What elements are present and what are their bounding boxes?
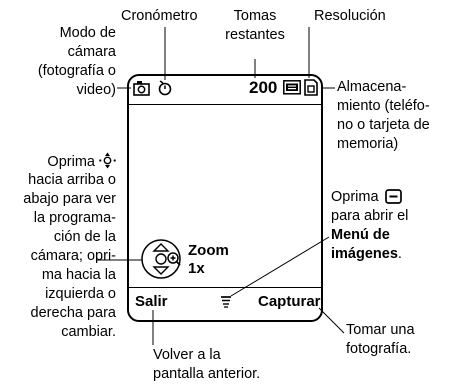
- label-modo-1: Modo de: [59, 25, 116, 41]
- soft-key-salir[interactable]: Salir: [135, 293, 168, 310]
- label-opr-10: cambiar.: [61, 324, 116, 340]
- resolution-icon: [283, 80, 301, 95]
- label-menu-4-end: .: [397, 246, 402, 262]
- storage-icon: [304, 79, 318, 96]
- zoom-nav-icon: [141, 239, 181, 279]
- label-opr-6: cámara; opri-: [30, 248, 116, 264]
- label-opr-1: Oprima: [0, 152, 116, 172]
- label-alm-3: no o tarjeta de: [337, 117, 430, 133]
- label-menu-1: Oprima: [331, 188, 402, 207]
- shots-remaining-count: 200: [249, 78, 278, 97]
- label-menu-3: Menú de: [331, 227, 390, 243]
- label-opr-5: ción de la: [53, 229, 116, 245]
- label-opr-7: ma hacia la: [41, 267, 116, 283]
- label-opr-9: derecha para: [30, 305, 116, 321]
- label-opr-2: hacia arriba o: [28, 172, 116, 188]
- label-opr-1-text: Oprima: [47, 154, 95, 170]
- zoom-value: 1x: [188, 260, 205, 277]
- label-opr-3: abajo para ver: [23, 191, 116, 207]
- label-alm-2: miento (teléfo-: [337, 98, 430, 114]
- soft-key-divider: [129, 287, 321, 288]
- status-bar-divider: [129, 104, 321, 105]
- label-tomas-1: Tomas: [233, 8, 277, 24]
- label-menu-2: para abrir el: [331, 208, 409, 224]
- label-tomas-2: restantes: [225, 27, 285, 43]
- label-tomar-2: fotografía.: [346, 341, 412, 357]
- soft-key-capturar[interactable]: Capturar: [258, 293, 321, 310]
- label-cronometro: Cronómetro: [121, 8, 198, 24]
- timer-icon: [158, 80, 172, 96]
- label-modo-3: (fotografía o: [37, 63, 116, 79]
- label-opr-8: izquierda o: [45, 286, 116, 302]
- menu-key-icon: [384, 189, 402, 204]
- label-resolucion: Resolución: [314, 8, 386, 24]
- label-tomar-1: Tomar una: [346, 322, 415, 338]
- camera-mode-icon: [133, 81, 150, 96]
- label-menu-4-bold: imágenes: [331, 246, 398, 262]
- zoom-label: Zoom: [188, 242, 229, 259]
- label-menu-4: imágenes.: [331, 245, 402, 264]
- label-opr-4: la programa-: [33, 210, 116, 226]
- nav-key-icon: [99, 152, 116, 169]
- label-alm-1: Almacena-: [337, 79, 407, 95]
- label-alm-4: memoria): [337, 136, 399, 152]
- label-menu-1-text: Oprima: [331, 189, 379, 205]
- phone-screen: [127, 74, 323, 322]
- menu-icon[interactable]: [220, 295, 232, 309]
- label-volver-2: pantalla anterior.: [153, 366, 261, 382]
- label-modo-2: cámara: [67, 44, 116, 60]
- label-volver-1: Volver a la: [153, 347, 221, 363]
- label-modo-4: video): [76, 82, 117, 98]
